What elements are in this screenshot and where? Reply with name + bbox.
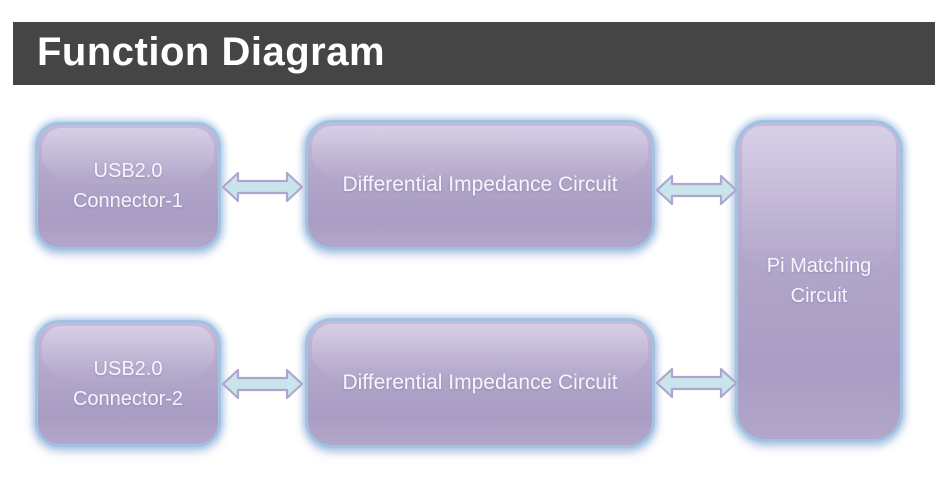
bidirectional-arrow-icon-dic1-pi — [656, 173, 737, 207]
node-label-line: Connector-1 — [72, 190, 184, 212]
page-title: Function Diagram — [37, 30, 386, 74]
node-differential-impedance-circuit-top: Differential Impedance Circuit — [305, 120, 655, 250]
node-label-line: Differential Impedance Circuit — [342, 173, 618, 196]
node-label-line: Connector-2 — [72, 387, 184, 410]
node-label: USB2.0 Connector-1 — [73, 156, 183, 216]
node-label-line: USB2.0 — [93, 357, 163, 380]
node-label-line: USB2.0 — [93, 160, 163, 182]
node-label: Differential Impedance Circuit — [342, 371, 617, 395]
double-headed-arrow-icon — [656, 367, 737, 399]
bidirectional-arrow-icon-dic2-pi — [656, 366, 737, 400]
bidirectional-arrow-icon-usb2-dic2 — [222, 367, 303, 401]
header-bar: Function Diagram — [13, 22, 935, 85]
node-usb-connector-2: USB2.0 Connector-2 — [35, 320, 221, 447]
node-label: USB2.0 Connector-2 — [73, 354, 183, 414]
node-label-line: Circuit — [790, 285, 848, 307]
double-headed-arrow-icon — [222, 368, 303, 400]
node-differential-impedance-circuit-bottom: Differential Impedance Circuit — [305, 318, 655, 448]
double-headed-arrow-icon — [656, 174, 737, 206]
node-label-line: Differential Impedance Circuit — [342, 371, 618, 394]
node-pi-matching-circuit: Pi Matching Circuit — [735, 120, 903, 442]
bidirectional-arrow-icon-usb1-dic1 — [222, 170, 303, 204]
node-label: Differential Impedance Circuit — [342, 173, 617, 197]
node-label-line: Pi Matching — [766, 255, 872, 277]
node-label: Pi Matching Circuit — [767, 251, 872, 311]
node-usb-connector-1: USB2.0 Connector-1 — [35, 122, 221, 250]
double-headed-arrow-icon — [222, 171, 303, 203]
